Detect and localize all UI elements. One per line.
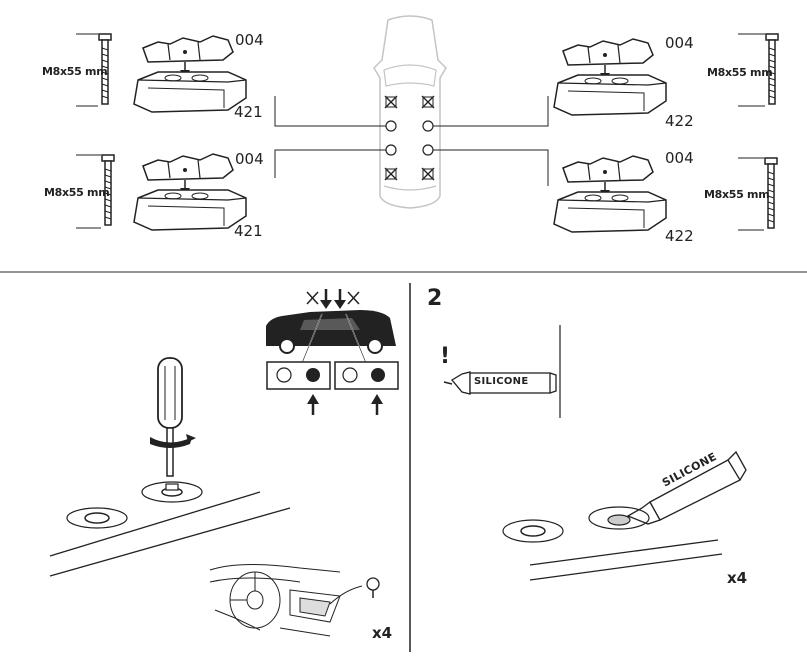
roof-hole-right — [502, 519, 564, 543]
car-side-silhouette — [266, 310, 396, 369]
roof-edge-lines — [49, 491, 291, 577]
bolt-spec-rear-left: M8x55 mm — [44, 186, 110, 199]
foot-rear-right — [553, 155, 667, 233]
silicone-tube-small — [443, 371, 557, 395]
screwdriver-icon — [150, 357, 196, 477]
load-arrows — [306, 289, 360, 309]
silicone-tube-large — [626, 450, 747, 525]
car-interior-inset — [209, 563, 380, 637]
position-box-front — [266, 361, 331, 390]
roof-hole-left — [66, 507, 128, 529]
insert-code-rear-right: 004 — [665, 149, 694, 167]
part-code-front-right: 422 — [665, 112, 694, 130]
insert-code-front-left: 004 — [235, 31, 264, 49]
bolt-spec-front-left: M8x55 mm — [42, 65, 108, 78]
bolt-on-roof — [141, 481, 203, 503]
quantity-left: x4 — [372, 624, 393, 642]
roof-hole-with-silicone — [588, 506, 650, 530]
insert-code-rear-left: 004 — [235, 150, 264, 168]
position-box-rear — [334, 361, 399, 390]
bolt-front-left — [76, 33, 112, 107]
part-code-front-left: 421 — [234, 103, 263, 121]
quantity-right: x4 — [727, 569, 748, 587]
up-arrow-right — [371, 394, 383, 415]
bolt-front-right — [738, 33, 779, 107]
car-top-view — [373, 15, 447, 209]
roof-edge-lines-right — [529, 539, 723, 581]
step-number: 2 — [427, 286, 443, 311]
tube-label-small: SILICONE — [474, 376, 529, 387]
part-code-rear-left: 421 — [234, 222, 263, 240]
foot-front-left — [133, 35, 247, 113]
bolt-rear-right — [738, 157, 778, 231]
bolt-rear-left — [76, 154, 115, 229]
foot-rear-left — [133, 153, 247, 231]
insert-code-front-right: 004 — [665, 34, 694, 52]
up-arrow-left — [307, 394, 319, 415]
foot-front-right — [553, 38, 667, 116]
connector-lines — [274, 96, 549, 186]
bolt-spec-rear-right: M8x55 mm — [704, 188, 770, 201]
part-code-rear-right: 422 — [665, 227, 694, 245]
bolt-spec-front-right: M8x55 mm — [707, 66, 773, 79]
warning-icon: ! — [440, 344, 451, 369]
